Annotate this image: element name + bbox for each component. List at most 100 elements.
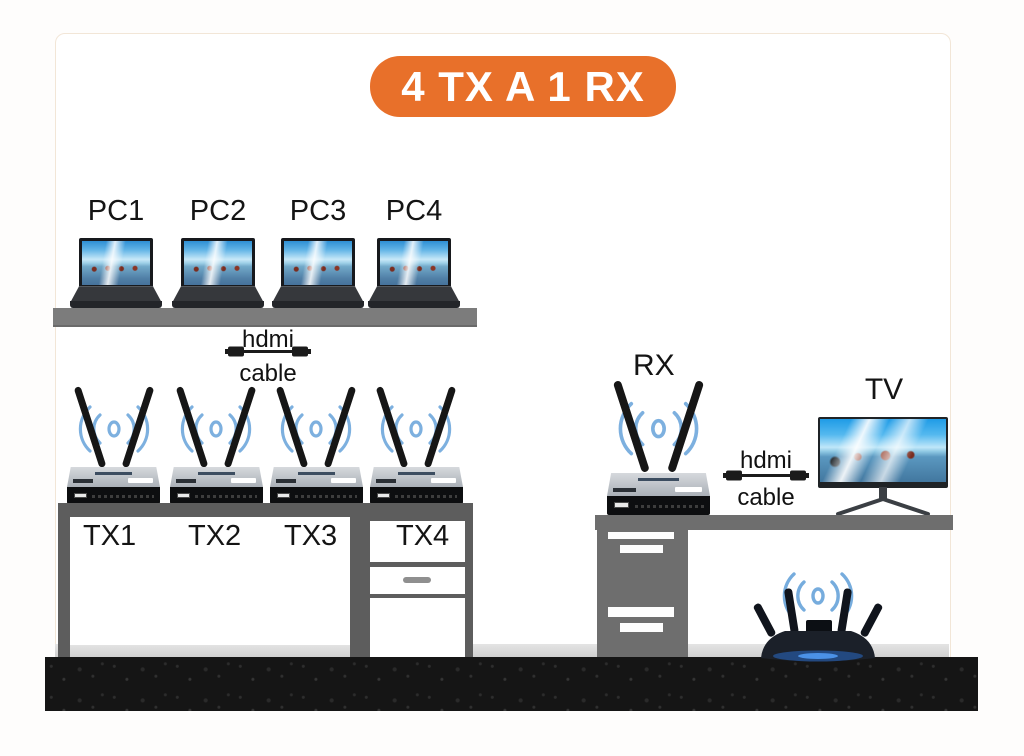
wifi-router-graphic	[753, 572, 883, 662]
port-row	[195, 495, 258, 499]
wifi-antennas-icon	[613, 380, 704, 472]
tx-device-top	[67, 467, 160, 487]
device-label-bar	[128, 478, 153, 483]
rx-device-front	[607, 496, 710, 515]
file-cabinet	[597, 530, 688, 665]
laptop-keyboard	[172, 286, 264, 303]
laptop-keyboard	[272, 286, 364, 303]
tx-device-front	[170, 487, 263, 504]
drawer-slot	[608, 607, 674, 617]
device-brand-mark	[94, 472, 133, 475]
laptop-base	[70, 301, 162, 308]
tv-label: TV	[864, 373, 904, 406]
device-label-bar	[675, 487, 702, 492]
port-row	[92, 495, 155, 499]
rx-label: RX	[633, 349, 675, 382]
laptop-graphic	[172, 238, 264, 308]
device-label-bar	[231, 478, 256, 483]
usb-port	[376, 492, 390, 499]
port-row	[295, 495, 358, 499]
laptop-wallpaper	[184, 241, 252, 285]
wifi-antennas-icon	[74, 386, 154, 468]
hdmi-cable-icon	[225, 346, 311, 357]
cabinet-door	[370, 598, 465, 661]
desk-left-panel	[70, 517, 350, 645]
tx-device-top	[170, 467, 263, 487]
tx-device-graphic	[270, 467, 363, 504]
laptop-screen	[377, 238, 451, 288]
laptop-base	[368, 301, 460, 308]
drawer-handle	[620, 623, 663, 632]
desk-right-top	[595, 515, 953, 530]
title-badge: 4 TX A 1 RX	[370, 56, 676, 117]
laptop-screen	[181, 238, 255, 288]
laptop-shelf	[53, 308, 477, 327]
laptop-keyboard	[368, 286, 460, 303]
laptop-graphic	[272, 238, 364, 308]
floor-surface	[55, 644, 949, 658]
laptop-base	[272, 301, 364, 308]
hdmi-logo-mark	[613, 488, 636, 492]
drawer-slot	[608, 532, 674, 539]
drawer-handle	[620, 545, 663, 553]
usb-port	[276, 492, 290, 499]
laptop-base	[172, 301, 264, 308]
tv-stand	[836, 487, 930, 516]
pc2-label: PC2	[189, 195, 247, 227]
laptop-wallpaper	[380, 241, 448, 285]
tx-device-graphic	[370, 467, 463, 504]
pc4-label: PC4	[385, 195, 443, 227]
cable-label-right: cable	[737, 484, 795, 511]
laptop-screen	[281, 238, 355, 288]
wifi-antennas-icon	[276, 386, 356, 468]
tx-device-graphic	[67, 467, 160, 504]
laptop-keyboard	[70, 286, 162, 303]
drawer-front	[370, 521, 465, 562]
drawer-front	[370, 567, 465, 594]
cable-label-left: cable	[239, 360, 297, 387]
desk-left-leg	[58, 517, 70, 658]
hdmi-cable-icon	[723, 470, 809, 481]
wifi-antennas-icon	[376, 386, 456, 468]
wifi-antennas-icon	[176, 386, 256, 468]
hdmi-label-left: hdmi	[241, 326, 295, 353]
router-antennas-icon	[753, 588, 883, 637]
device-label-bar	[431, 478, 456, 483]
port-row	[395, 495, 458, 499]
device-brand-mark	[197, 472, 236, 475]
hdmi-label-right: hdmi	[739, 447, 793, 474]
laptop-graphic	[368, 238, 460, 308]
tv-wallpaper	[820, 419, 946, 482]
drawer-handle	[403, 577, 431, 583]
tx-device-front	[67, 487, 160, 504]
tx-device-front	[270, 487, 363, 504]
laptop-wallpaper	[82, 241, 150, 285]
usb-port	[176, 492, 190, 499]
pc3-label: PC3	[289, 195, 347, 227]
desk-left-top	[58, 503, 473, 517]
tx3-label: TX3	[284, 520, 338, 552]
usb-port	[73, 492, 87, 499]
usb-port	[614, 502, 629, 509]
laptop-wallpaper	[284, 241, 352, 285]
rx-device-graphic	[607, 473, 710, 515]
device-label-bar	[331, 478, 356, 483]
tx1-label: TX1	[83, 520, 137, 552]
hdmi-logo-mark	[275, 479, 297, 483]
pc1-label: PC1	[87, 195, 145, 227]
tx-device-top	[370, 467, 463, 487]
device-brand-mark	[397, 472, 436, 475]
tv-graphic	[818, 417, 948, 488]
laptop-graphic	[70, 238, 162, 308]
hdmi-logo-mark	[175, 479, 197, 483]
port-row	[634, 505, 704, 509]
tx-device-graphic	[170, 467, 263, 504]
rx-device-top	[607, 473, 710, 496]
desk-left-leg	[350, 517, 362, 658]
hdmi-logo-mark	[72, 479, 94, 483]
drawer-cabinet	[362, 517, 473, 663]
title-badge-label: 4 TX A 1 RX	[401, 62, 645, 110]
floor	[45, 657, 978, 711]
device-brand-mark	[637, 478, 680, 481]
laptop-screen	[79, 238, 153, 288]
